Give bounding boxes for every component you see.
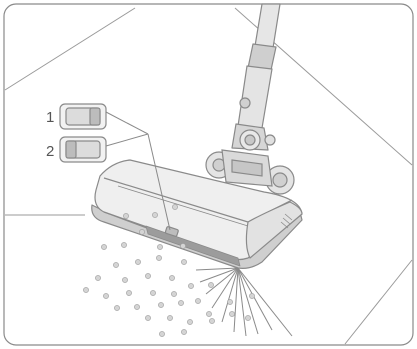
debris-particle-icon xyxy=(83,287,89,293)
switch-1-slider xyxy=(89,107,101,126)
head-end-cap xyxy=(245,201,303,259)
debris-particle-icon xyxy=(187,319,193,325)
debris-particle-icon xyxy=(114,305,120,311)
floor-line-right-bottom xyxy=(344,259,413,345)
floor-line-left-top xyxy=(4,7,136,91)
airflow-line xyxy=(237,267,259,335)
switch-position-1-icon xyxy=(59,103,107,130)
callout-box: 1 2 xyxy=(46,103,107,163)
debris-particle-icon xyxy=(172,204,178,210)
debris-particle-icon xyxy=(156,255,162,261)
vent-line-3 xyxy=(280,221,289,229)
airflow-line xyxy=(195,267,239,271)
debris-particle-icon xyxy=(209,318,215,324)
debris-particle-icon xyxy=(103,293,109,299)
debris-particle-icon xyxy=(249,293,255,299)
debris-particle-icon xyxy=(229,311,235,317)
airflow-line xyxy=(221,267,239,323)
airflow-line xyxy=(199,267,239,283)
debris-particle-icon xyxy=(121,242,127,248)
leader-2 xyxy=(105,133,149,147)
airflow-line xyxy=(233,267,239,333)
debris-particle-icon xyxy=(195,298,201,304)
debris-particle-icon xyxy=(206,311,212,317)
vacuum-wand-icon xyxy=(231,3,281,151)
debris-particle-icon xyxy=(145,315,151,321)
debris-particle-icon xyxy=(180,243,186,249)
debris-particle-icon xyxy=(122,277,128,283)
debris-particle-icon xyxy=(95,275,101,281)
debris-particle-icon xyxy=(181,259,187,265)
panel-frame xyxy=(3,3,414,346)
airflow-line xyxy=(211,267,239,309)
head-bottom-plate xyxy=(91,204,303,269)
callout-leader xyxy=(105,111,171,231)
debris-particle-icon xyxy=(158,302,164,308)
debris-particle-icon xyxy=(159,331,165,337)
debris-particle-icon xyxy=(145,273,151,279)
debris-particle-icon xyxy=(178,300,184,306)
joint-ring-inner xyxy=(244,134,256,146)
debris-particle-icon xyxy=(113,262,119,268)
switch-2-slider xyxy=(65,140,77,159)
debris-particle-icon xyxy=(101,244,107,250)
debris-particle-icon xyxy=(245,315,251,321)
vent-line-1 xyxy=(284,213,293,221)
swivel-assembly xyxy=(205,149,295,195)
debris-particle-icon xyxy=(227,299,233,305)
wand-button xyxy=(239,97,251,109)
brush-strip xyxy=(145,225,241,267)
airflow-line xyxy=(237,267,273,331)
joint-pivot xyxy=(264,134,276,146)
debris-particles xyxy=(83,204,255,337)
airflow-line xyxy=(237,267,293,337)
debris-particle-icon xyxy=(126,290,132,296)
debris-particle-icon xyxy=(208,282,214,288)
head-inner-line xyxy=(117,185,249,227)
switch-position-2-icon xyxy=(59,136,107,163)
debris-particle-icon xyxy=(134,304,140,310)
debris-particle-icon xyxy=(152,212,158,218)
wheel-right-hub xyxy=(272,172,288,188)
debris-particle-icon xyxy=(169,275,175,281)
vacuum-floor-head-icon xyxy=(91,159,303,269)
debris-particle-icon xyxy=(150,290,156,296)
vent-icon xyxy=(280,213,293,229)
debris-particle-icon xyxy=(135,259,141,265)
airflow-lines xyxy=(195,267,293,337)
airflow-line xyxy=(237,267,247,337)
debris-particle-icon xyxy=(171,291,177,297)
switch-button xyxy=(164,226,179,237)
debris-particle-icon xyxy=(188,283,194,289)
debris-particle-icon xyxy=(123,213,129,219)
debris-particle-icon xyxy=(157,244,163,250)
leader-1 xyxy=(105,111,149,135)
callout-label-2: 2 xyxy=(46,143,54,160)
vent-line-2 xyxy=(282,217,291,225)
callout-label-1: 1 xyxy=(46,109,54,126)
debris-particle-icon xyxy=(139,229,145,235)
debris-particle-icon xyxy=(167,315,173,321)
debris-particle-icon xyxy=(181,329,187,335)
airflow-line xyxy=(205,267,239,295)
swivel-grip xyxy=(231,159,263,177)
leader-main xyxy=(147,133,171,231)
